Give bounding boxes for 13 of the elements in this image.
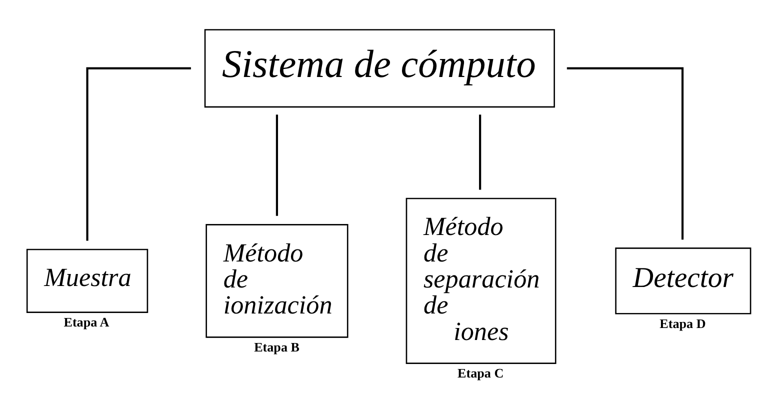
connector	[479, 114, 482, 190]
node-box: Detector	[615, 247, 752, 314]
connector	[276, 114, 278, 216]
node-box: Método de ionización	[206, 224, 348, 338]
node-label: Etapa C	[458, 365, 504, 380]
node-label: Etapa D	[660, 316, 706, 331]
node-box: Sistema de cómputo	[204, 28, 555, 108]
node-label: Etapa A	[64, 314, 110, 330]
node-box: Método de separación de iones	[406, 197, 556, 364]
connector	[86, 66, 191, 240]
connector	[566, 66, 684, 240]
node-label: Etapa B	[254, 339, 300, 354]
node-box: Muestra	[26, 248, 148, 312]
